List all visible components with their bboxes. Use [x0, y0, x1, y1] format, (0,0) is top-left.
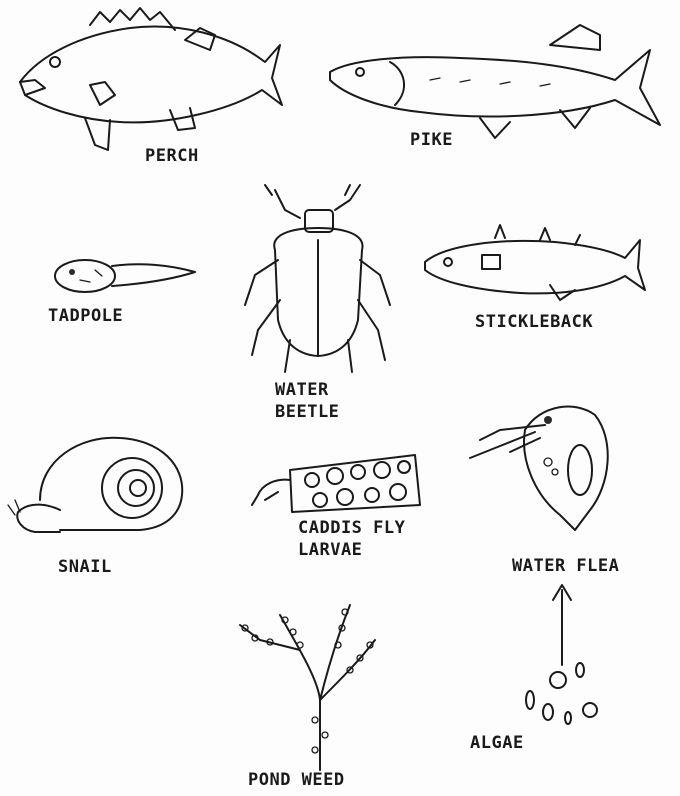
water-flea-drawing: [470, 407, 608, 530]
label-caddis-line2: LARVAE: [298, 540, 362, 560]
algae-drawing: [526, 663, 597, 724]
label-perch: PERCH: [145, 146, 199, 166]
label-tadpole: TADPOLE: [48, 306, 123, 326]
snail-drawing: [8, 438, 182, 532]
label-pond-weed: POND WEED: [248, 770, 345, 790]
label-snail: SNAIL: [58, 557, 112, 577]
label-pike: PIKE: [410, 130, 453, 150]
arrow-algae-to-water-flea: [553, 585, 571, 665]
stickleback-drawing: [425, 225, 645, 300]
label-water-flea: WATER FLEA: [512, 556, 619, 576]
label-algae: ALGAE: [470, 733, 524, 753]
label-caddis-line1: CADDIS FLY: [298, 518, 405, 538]
water-beetle-drawing: [245, 185, 390, 372]
label-water-beetle-line1: WATER: [275, 380, 329, 400]
pike-drawing: [330, 25, 660, 138]
label-stickleback: STICKLEBACK: [475, 312, 593, 332]
tadpole-drawing: [55, 260, 195, 292]
perch-drawing: [20, 8, 282, 150]
label-water-beetle-line2: BEETLE: [275, 402, 339, 422]
caddis-fly-larvae-drawing: [252, 455, 420, 512]
pond-weed-drawing: [240, 605, 375, 770]
